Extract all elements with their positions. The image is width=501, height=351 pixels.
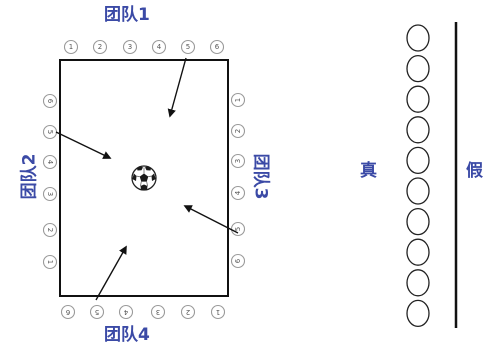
team-3-position: 6 (230, 253, 246, 269)
team-2-position-label: 2 (46, 228, 54, 232)
team-4-position-label: 6 (65, 308, 70, 316)
answer-circles (406, 24, 430, 328)
team-1-position-label: 3 (128, 43, 132, 51)
arrow-team4 (95, 245, 127, 301)
team-1-position: 2 (92, 39, 108, 55)
answer-circle (406, 146, 430, 175)
team-2-positions: 6 5 4 3 2 1 (42, 93, 58, 270)
team-1-positions: 1 2 3 4 5 6 (63, 39, 225, 55)
team-3-position: 1 (230, 92, 246, 108)
team-3-position: 5 (230, 221, 246, 237)
team-1-position: 6 (209, 39, 225, 55)
team-3-position-label: 2 (234, 129, 242, 133)
team-2-position: 3 (42, 186, 58, 202)
team-4-position: 5 (89, 304, 105, 320)
team-3-position-label: 1 (234, 98, 242, 102)
team-2-position-label: 5 (46, 130, 54, 134)
team-3-positions: 1 2 3 4 5 6 (230, 92, 246, 269)
team-1-position: 5 (180, 39, 196, 55)
true-label: 真 (360, 161, 377, 181)
answer-circle (406, 299, 430, 328)
team-4-position: 3 (150, 304, 166, 320)
team-4-position-label: 2 (186, 308, 190, 316)
team-2-position-label: 6 (46, 99, 54, 104)
team-2-position: 6 (42, 93, 58, 109)
answer-circle (406, 238, 430, 266)
team-4-position-label: 1 (216, 308, 220, 316)
team-1-position-label: 6 (215, 43, 220, 51)
team-3-position-label: 5 (234, 227, 242, 231)
team-2-position: 1 (42, 254, 58, 270)
answer-circle (406, 207, 430, 236)
team-1-position: 4 (151, 39, 167, 55)
team-3-position-label: 3 (234, 159, 242, 163)
answer-circle (406, 177, 430, 205)
answer-circle (406, 269, 430, 297)
team-2-position: 5 (42, 124, 58, 140)
team-3-position-label: 4 (234, 190, 242, 195)
team-2-position-label: 3 (46, 192, 54, 196)
team-1-position-label: 1 (69, 43, 73, 51)
team-4-position: 4 (118, 304, 134, 320)
team-4-position-label: 5 (95, 308, 99, 316)
team-3-position-label: 6 (234, 258, 242, 263)
team-1-position: 1 (63, 39, 79, 55)
team-3-position: 4 (230, 185, 246, 201)
team-2-position: 2 (42, 222, 58, 238)
arrow-team3 (183, 205, 239, 234)
team-2-position-label: 1 (46, 260, 54, 264)
team-1-position-label: 5 (186, 43, 190, 51)
team-3-position: 3 (230, 153, 246, 169)
soccer-ball-icon (131, 165, 157, 191)
team-1-position-label: 4 (157, 43, 162, 51)
false-label: 假 (466, 161, 483, 181)
team-1-label: 团队1 (104, 5, 150, 25)
team-4-position-label: 3 (156, 308, 160, 316)
answer-circle (406, 116, 430, 144)
team-4-position: 1 (210, 304, 226, 320)
team-4-position: 2 (180, 304, 196, 320)
team-1-position-label: 2 (98, 43, 102, 51)
team-3-position: 2 (230, 123, 246, 139)
answer-circle (406, 85, 430, 113)
answer-circle (406, 24, 430, 52)
team-2-position: 4 (42, 154, 58, 170)
team-4-label: 团队4 (104, 325, 150, 345)
arrow-team2 (55, 131, 112, 159)
team-4-position: 6 (60, 304, 76, 320)
arrow-team1 (167, 57, 187, 118)
team-2-position-label: 4 (46, 160, 54, 165)
team-1-position: 3 (122, 39, 138, 55)
field-boundary (59, 59, 229, 297)
answer-circle (406, 54, 430, 83)
team-4-position-label: 4 (123, 308, 128, 316)
team-4-positions: 6 5 4 3 2 1 (60, 304, 226, 320)
